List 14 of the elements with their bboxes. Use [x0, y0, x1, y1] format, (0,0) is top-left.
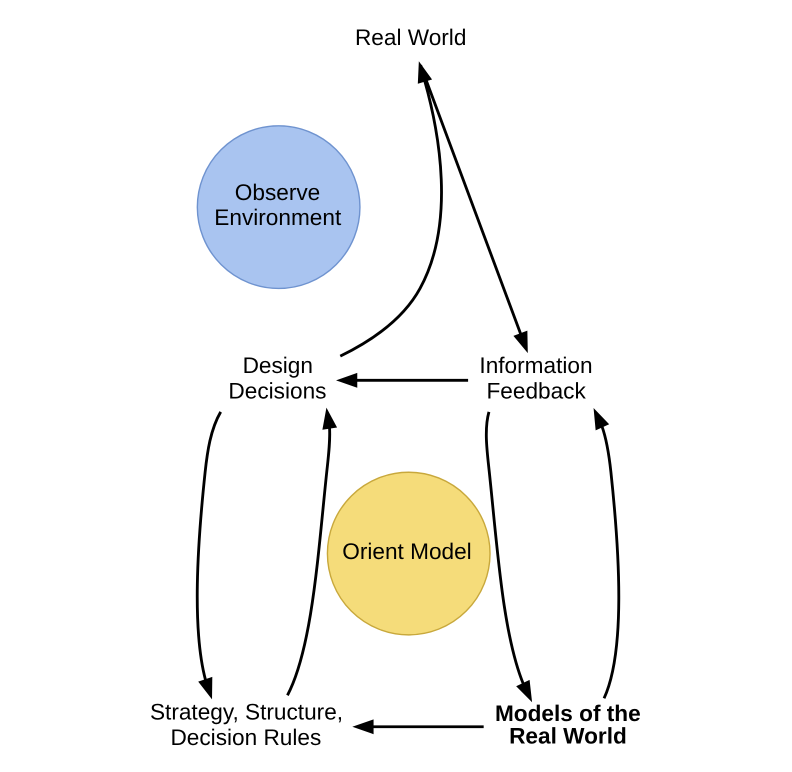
- arrow: [196, 411, 222, 700]
- arrow: [340, 61, 443, 358]
- node-text: Design Decisions: [228, 352, 326, 404]
- node-circle: Orient Model: [326, 472, 491, 636]
- arrow: [336, 372, 468, 388]
- node-text: Models of the Real World: [494, 700, 641, 748]
- arrow: [484, 412, 532, 702]
- node-text: Strategy, Structure, Decision Rules: [150, 699, 344, 750]
- node-circle: Observe Environment: [196, 125, 361, 290]
- arrow: [286, 408, 338, 696]
- node-text: Real World: [354, 24, 466, 50]
- arrow: [594, 408, 620, 699]
- node-text: Information Feedback: [479, 352, 593, 404]
- arrow: [352, 719, 484, 734]
